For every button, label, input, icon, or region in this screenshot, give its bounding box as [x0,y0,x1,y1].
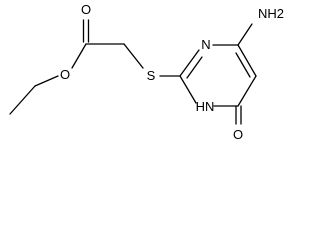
atom-amino-group: NH2 [258,6,284,21]
bond-carbonyl-ester-oxygen [71,43,87,69]
bond-ester-oxygen-ethyl [34,75,59,87]
atom-ring-nitrogen-top: N [201,37,210,52]
atom-ring-nitrogen-bottom: HN [196,99,215,114]
bond-alpha-carbon-sulfur [123,43,144,69]
bond-ring-c2-n3 [179,49,200,77]
bond-ring-c4-amino [237,23,253,46]
bond-ethyl-methyl [9,85,36,115]
atom-ester-oxygen: O [60,67,70,82]
bond-ring-c5-c6 [237,75,257,107]
atom-labels: O O S N HN NH2 O [60,2,284,142]
bond-ring-c4-c5 [237,44,257,77]
atom-carbonyl-oxygen: O [81,2,91,17]
bonds [9,19,257,125]
atom-ring-carbonyl-oxygen: O [233,127,243,142]
chemical-structure-diagram: O O S N HN NH2 O [9,2,284,142]
bond-ring-n1-c2 [179,75,197,104]
atom-sulfur: S [147,68,156,83]
bond-ring-c2-n3-inner [186,56,203,79]
bond-ring-c4-c5-inner [235,52,251,78]
